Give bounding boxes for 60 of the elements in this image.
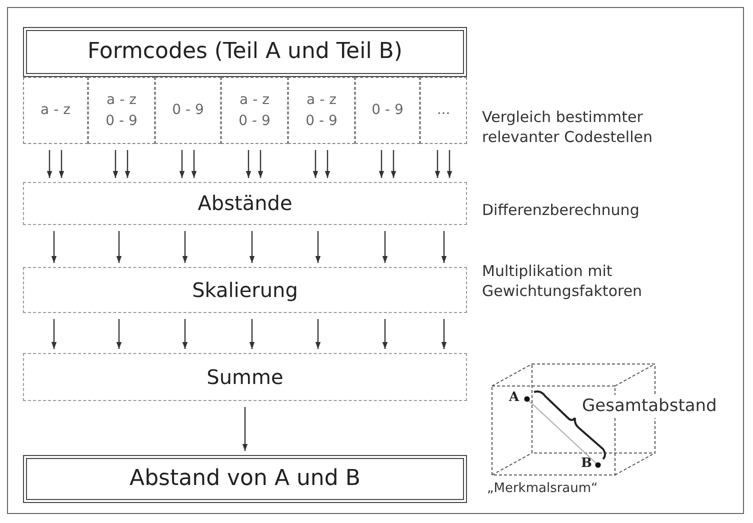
arrow (446, 150, 452, 178)
arrow (382, 231, 388, 263)
arrow (242, 407, 248, 451)
process-box (23, 353, 467, 401)
node-text: a - z (40, 101, 72, 120)
step-note: Vergleich bestimmter relevanter Codestellen (482, 107, 654, 148)
node-text: 0 - 9 (370, 101, 404, 120)
arrow (46, 150, 52, 178)
code-cell (420, 77, 467, 144)
node-text: Abstände (198, 190, 292, 217)
arrow (249, 319, 255, 349)
caption: Gesamtabstand (582, 395, 717, 418)
header-box (23, 455, 467, 503)
arrow (315, 231, 321, 263)
point-label: B (581, 455, 593, 473)
arrow (324, 150, 330, 178)
arrow (182, 319, 188, 349)
process-box (23, 267, 467, 313)
arrow (258, 150, 264, 178)
code-cell (288, 77, 355, 144)
arrow (312, 150, 318, 178)
node-text: ... (436, 101, 452, 120)
arrow (51, 231, 57, 263)
arrow (378, 150, 384, 178)
arrow (249, 231, 255, 263)
node-text: Skalierung (192, 276, 298, 304)
arrow (112, 150, 118, 178)
caption: „Merkmalsraum“ (487, 480, 599, 498)
arrow (434, 150, 440, 178)
step-note: Differenzberechnung (482, 200, 640, 220)
arrow (182, 231, 188, 263)
node-text: 0 - 9 (171, 101, 205, 120)
node-text: Abstand von A und B (130, 465, 360, 494)
arrow (441, 231, 447, 263)
node-text: a - z 0 - 9 (104, 91, 138, 130)
node-text: a - z 0 - 9 (304, 91, 338, 130)
code-cell (155, 77, 221, 144)
code-cell (88, 77, 155, 144)
node-text: Summe (206, 364, 284, 390)
code-cell (355, 77, 420, 144)
header-box (23, 27, 467, 77)
arrow (51, 319, 57, 349)
arrow (390, 150, 396, 178)
arrow (58, 150, 64, 178)
node-text: Formcodes (Teil A und Teil B) (88, 38, 402, 66)
arrow (124, 150, 130, 178)
arrow (382, 319, 388, 349)
code-cell (221, 77, 288, 144)
arrow (191, 150, 197, 178)
arrow (441, 319, 447, 349)
arrow (179, 150, 185, 178)
arrow (116, 231, 122, 263)
node-text: a - z 0 - 9 (238, 91, 272, 130)
arrow (246, 150, 252, 178)
code-cell (23, 77, 88, 144)
process-box (23, 182, 467, 225)
arrow (315, 319, 321, 349)
step-note: Multiplikation mit Gewichtungsfaktoren (482, 261, 644, 302)
point-label: A (509, 389, 520, 407)
arrow (116, 319, 122, 349)
